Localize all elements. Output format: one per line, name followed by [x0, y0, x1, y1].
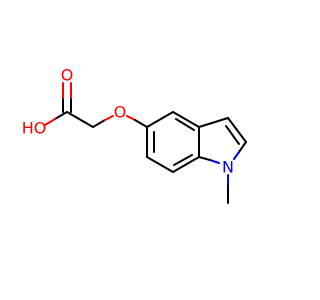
pyrrole-bond-n-c7a-a [209, 159, 220, 164]
benzene-bond-2 [172, 111, 200, 128]
pyrrole-bond-c2-n-b [233, 151, 240, 160]
benzene-bond-4 [172, 156, 200, 173]
pyrrole-bond-n-c7a-b [198, 156, 211, 161]
pyrrole-bond-c3-c2 [227, 117, 247, 143]
benzene-ring [146, 111, 200, 173]
oxygen-aryl-bond-a [126, 115, 136, 121]
pyrrole-bond-c3a-c3 [198, 117, 229, 128]
carbonyl-oxygen-label: O [61, 66, 74, 85]
hydroxyl-bond-a [54, 111, 68, 120]
ether-oxygen-label: O [114, 103, 127, 122]
ether-linkage [92, 115, 148, 128]
acid-ch2-bond [66, 111, 94, 128]
indole-nitrogen-label: N [222, 158, 234, 177]
benzene-bond-1 [146, 111, 174, 128]
pyrrole-double-c3-c2 [225, 125, 240, 145]
pyrrole-ring [198, 117, 247, 164]
carboxylic-acid-group [44, 82, 94, 128]
ch2-oxygen-bond-b [104, 115, 114, 121]
benzene-double-1 [175, 118, 195, 131]
molecule-structure: O HO O N [22, 66, 247, 204]
ch2-oxygen-bond-a [92, 119, 106, 128]
benzene-double-2 [173, 154, 193, 166]
benzene-bond-5 [146, 156, 174, 173]
pyrrole-bond-c2-n-a [238, 141, 247, 153]
hydroxyl-label: HO [22, 119, 47, 138]
oxygen-aryl-bond-b [134, 119, 148, 128]
hydroxyl-bond-b [44, 118, 56, 126]
